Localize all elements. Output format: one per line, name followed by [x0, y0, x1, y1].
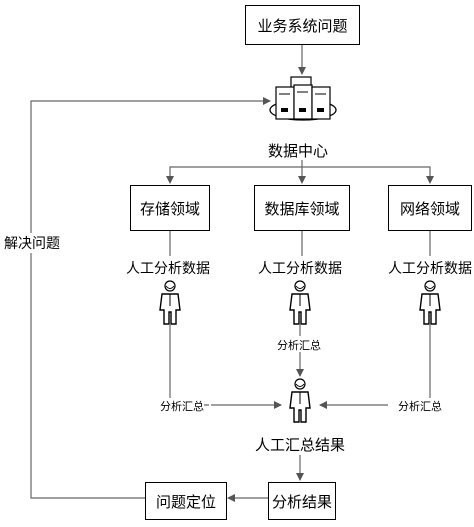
person-icon-storage [159, 280, 181, 325]
node-problem-locate: 问题定位 [145, 482, 227, 520]
edge-left-summary [169, 325, 209, 406]
label-summary-mid: 分析汇总 [277, 339, 321, 352]
edge-loop-resolve [30, 97, 271, 499]
node-database: 数据库领域 [254, 185, 350, 231]
node-analysis-result: 分析结果 [268, 482, 336, 520]
label-resolve-problem: 解决问题 [4, 233, 60, 253]
label-manual-network: 人工分析数据 [388, 261, 472, 277]
node-business-problem: 业务系统问题 [245, 5, 360, 45]
label-human-result: 人工汇总结果 [255, 436, 346, 454]
node-network: 网络领域 [388, 185, 472, 231]
person-icon-network [419, 280, 441, 325]
node-storage: 存储领域 [130, 185, 210, 231]
person-icon-database [289, 280, 311, 325]
label-manual-storage: 人工分析数据 [126, 261, 210, 277]
label-data-center: 数据中心 [268, 142, 329, 160]
server-cluster-icon [269, 76, 337, 121]
label-summary-left: 分析汇总 [160, 398, 204, 414]
label-manual-database: 人工分析数据 [258, 261, 342, 277]
edge-right-summary [429, 325, 437, 406]
label-summary-right: 分析汇总 [398, 398, 442, 414]
edge-center-to-network [302, 166, 434, 184]
edge-center-to-storage [166, 166, 302, 184]
person-icon-summary [289, 378, 311, 423]
